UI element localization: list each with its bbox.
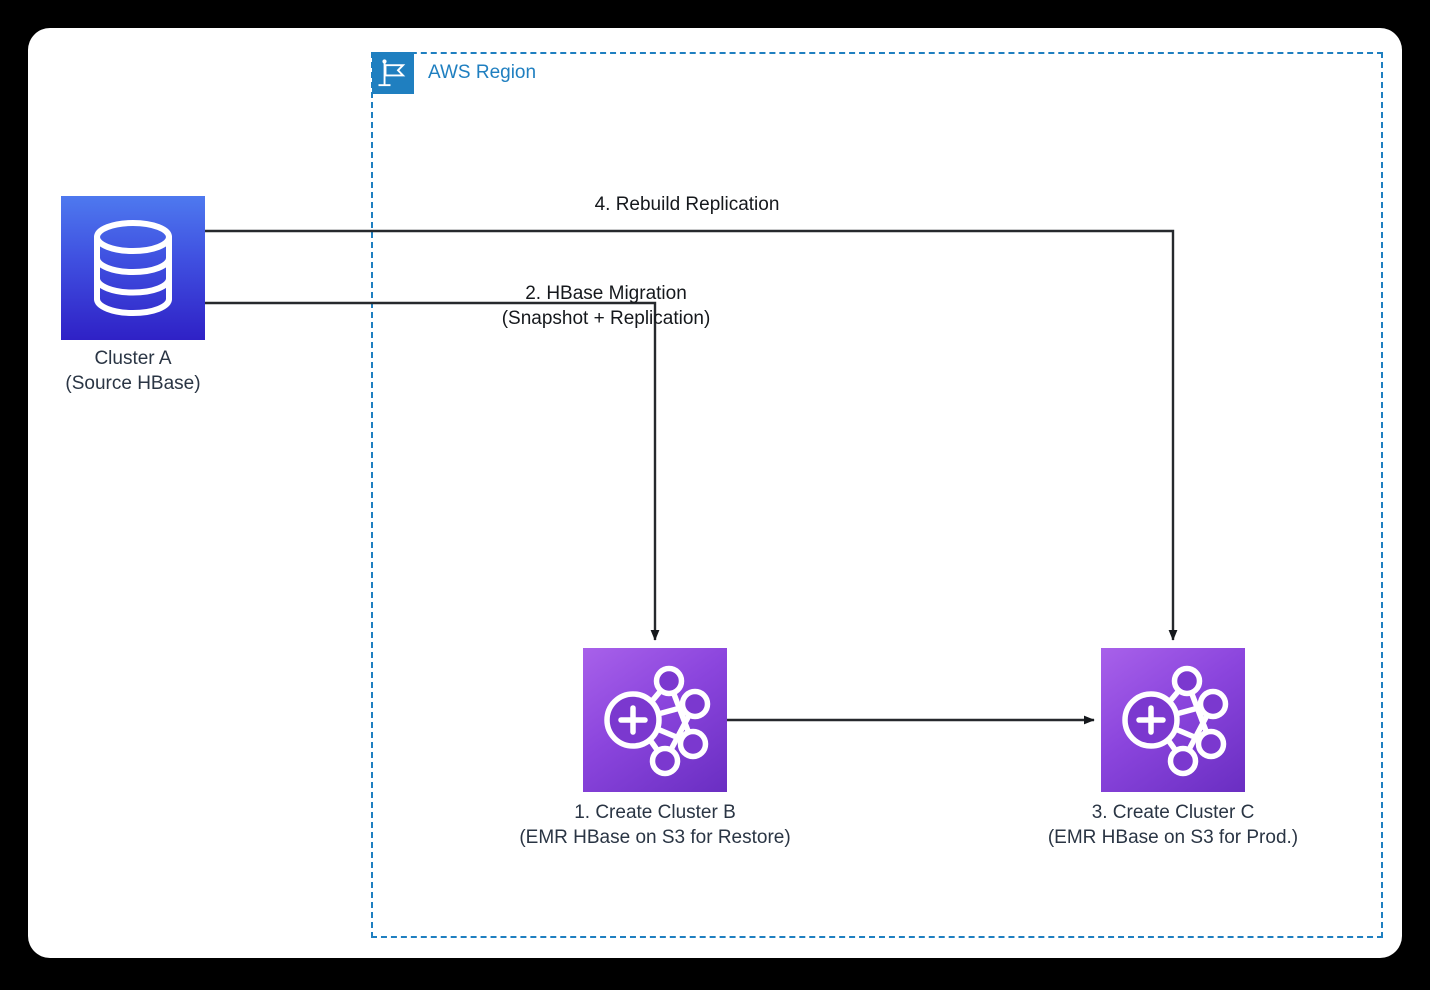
aws-region-header: AWS Region — [372, 52, 536, 94]
node-label-cluster-b: 1. Create Cluster B (EMR HBase on S3 for… — [519, 802, 791, 848]
node-cluster-a[interactable]: Cluster A (Source HBase) — [61, 196, 205, 394]
emr-cluster-icon — [583, 648, 727, 792]
aws-region-flag-icon — [372, 52, 414, 94]
edge-label-rebuild-replication: 4. Rebuild Replication — [594, 194, 780, 215]
node-cluster-c[interactable]: 3. Create Cluster C (EMR HBase on S3 for… — [1048, 648, 1298, 848]
aws-region-label: AWS Region — [428, 62, 537, 83]
node-label-cluster-a: Cluster A (Source HBase) — [65, 348, 201, 394]
node-label-cluster-c: 3. Create Cluster C (EMR HBase on S3 for… — [1047, 802, 1299, 848]
edge-label-hbase-migration: 2. HBase Migration (Snapshot + Replicati… — [501, 283, 711, 329]
node-cluster-b[interactable]: 1. Create Cluster B (EMR HBase on S3 for… — [519, 648, 791, 848]
database-icon — [61, 196, 205, 340]
emr-cluster-icon — [1101, 648, 1245, 792]
